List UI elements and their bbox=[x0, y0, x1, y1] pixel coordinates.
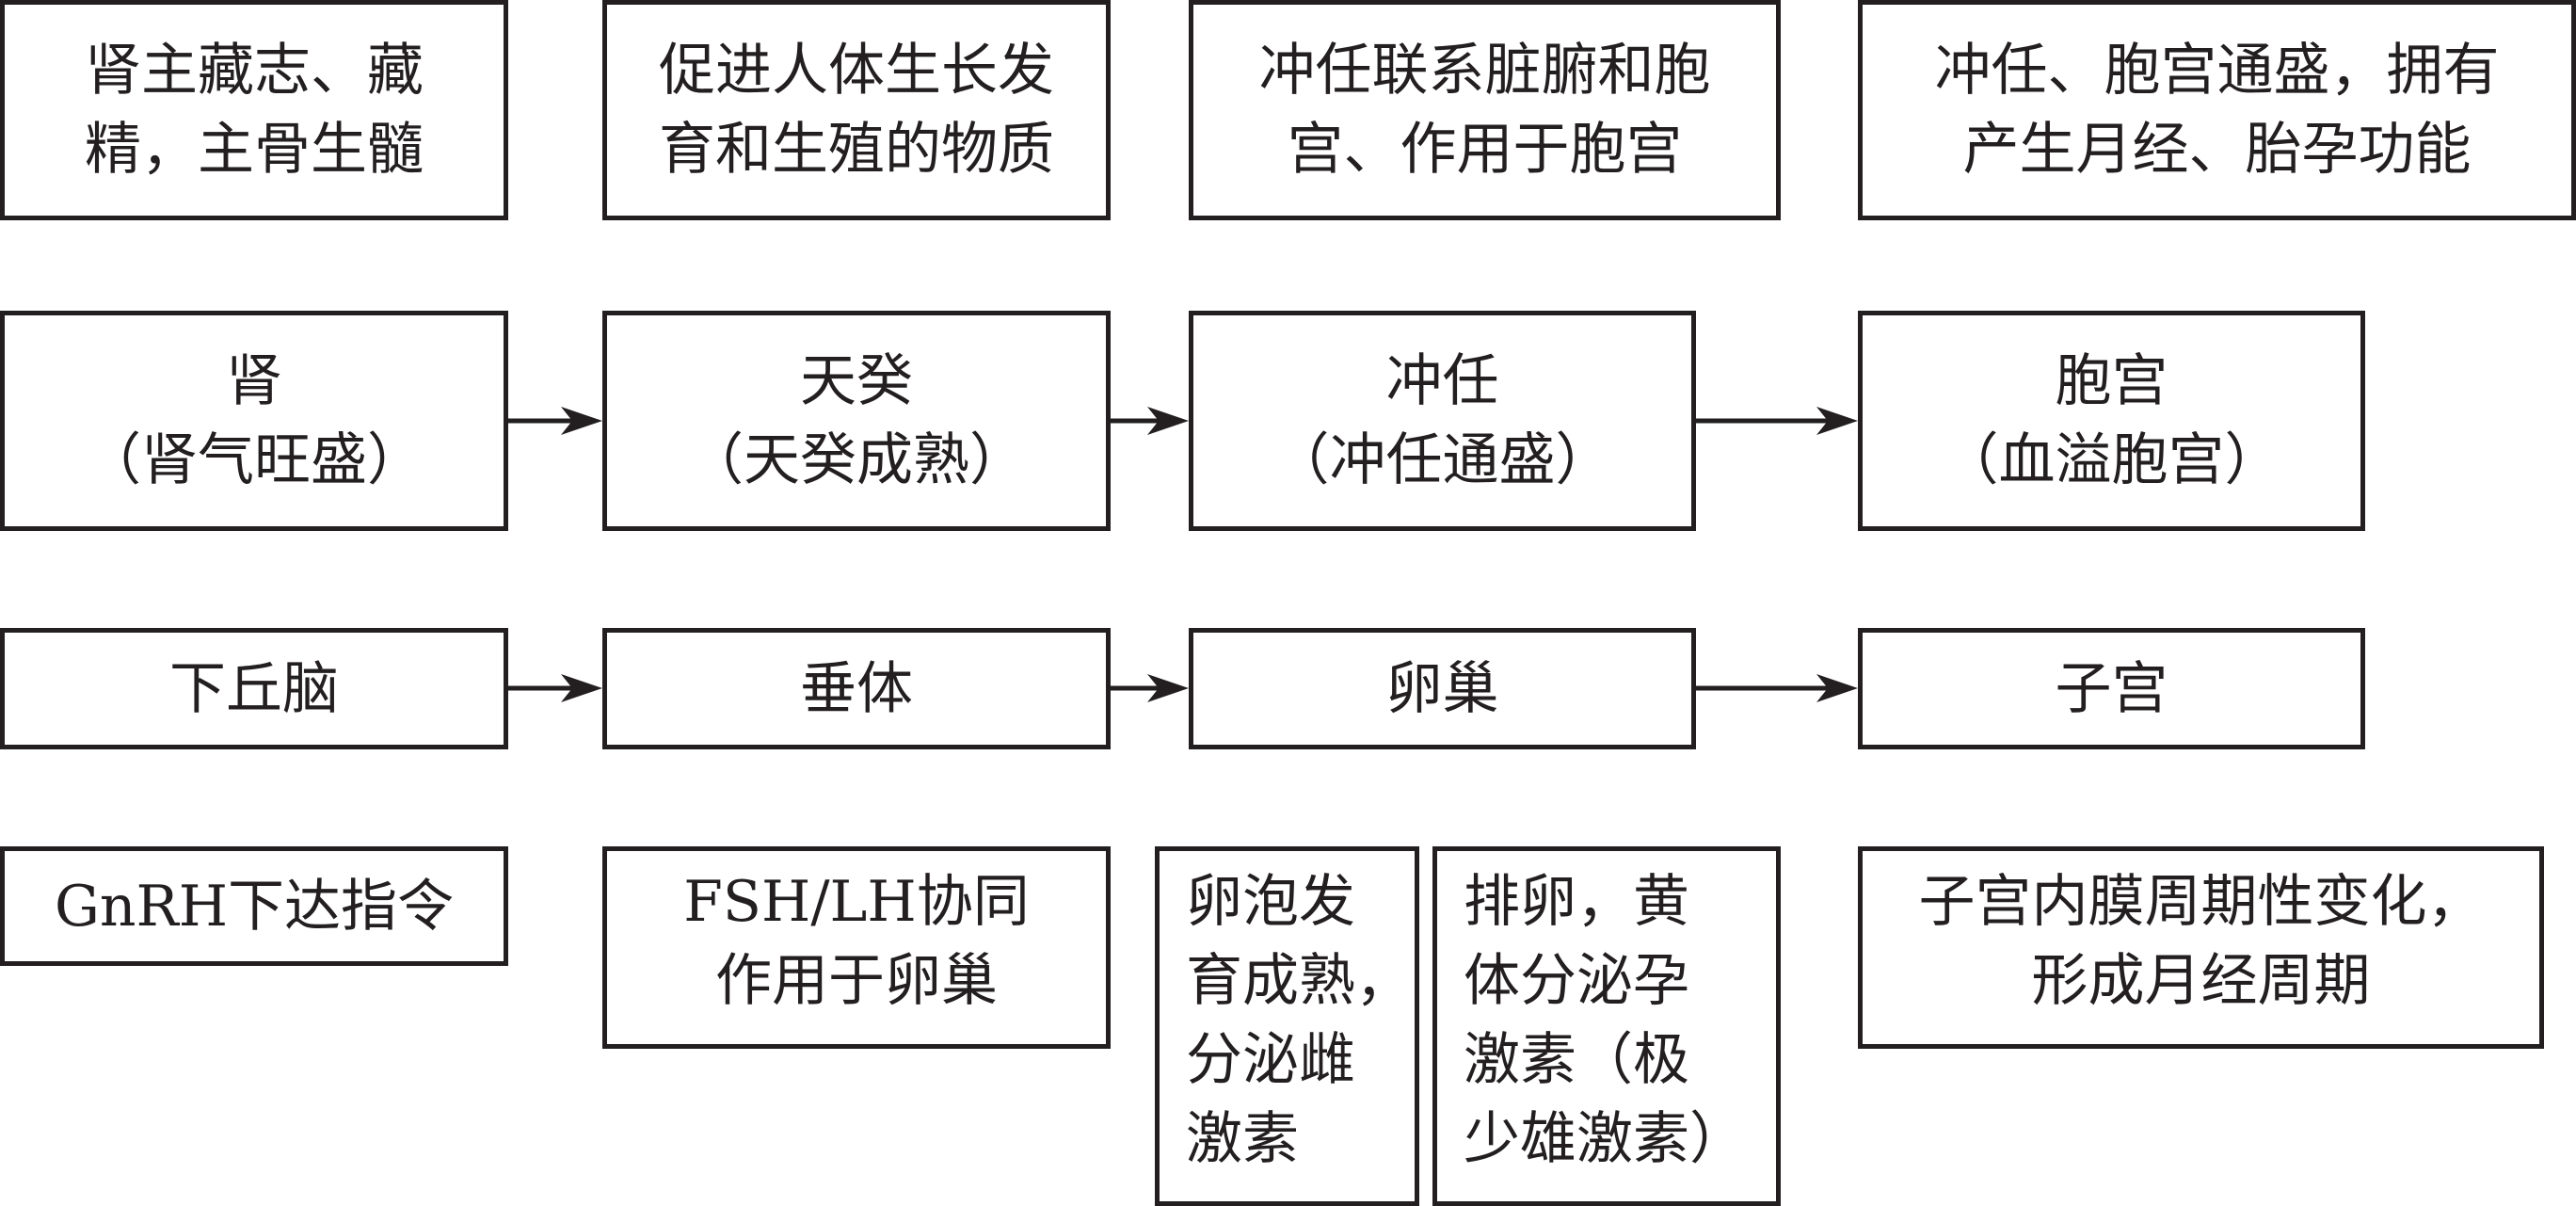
func-follicle-box: 卵泡发 育成熟， 分泌雌 激素 bbox=[1155, 846, 1419, 1206]
text-line: 排卵，黄 bbox=[1464, 869, 1689, 935]
func-ovulation-box: 排卵，黄 体分泌孕 激素（极 少雄激素） bbox=[1432, 846, 1781, 1206]
arrow bbox=[1696, 407, 1858, 435]
text-line: 肾主藏志、藏 bbox=[85, 38, 424, 104]
text-line: 形成月经周期 bbox=[2031, 948, 2371, 1014]
node-title: 冲任 bbox=[1385, 348, 1499, 414]
node-uterus: 子宫 bbox=[1858, 628, 2365, 749]
node-baogong: 胞宫 （血溢胞宫） bbox=[1858, 311, 2365, 531]
arrow bbox=[1111, 674, 1189, 702]
desc-kidney-box: 肾主藏志、藏 精，主骨生髓 bbox=[0, 0, 508, 220]
arrow bbox=[1696, 674, 1858, 702]
text-line: 激素（极 bbox=[1464, 1027, 1689, 1093]
desc-tiangui-box: 促进人体生长发 育和生殖的物质 bbox=[602, 0, 1111, 220]
func-gnrh-box: GnRH下达指令 bbox=[0, 846, 508, 966]
func-fsh-lh-box: FSH/LH协同 作用于卵巢 bbox=[602, 846, 1111, 1049]
node-title: 天癸 bbox=[800, 348, 913, 414]
node-hypothalamus: 下丘脑 bbox=[0, 628, 508, 749]
text-line: 分泌雌 bbox=[1186, 1027, 1355, 1093]
arrow-head-icon bbox=[1147, 674, 1189, 702]
node-title: 胞宫 bbox=[2055, 348, 2168, 414]
arrow-head-icon bbox=[1147, 407, 1189, 435]
node-subtitle: （肾气旺盛） bbox=[85, 427, 424, 493]
arrow-head-icon bbox=[561, 674, 602, 702]
node-title: 下丘脑 bbox=[169, 655, 339, 722]
desc-chongren-box: 冲任联系脏腑和胞 宫、作用于胞宫 bbox=[1189, 0, 1781, 220]
arrow bbox=[1111, 407, 1189, 435]
text-line: 体分泌孕 bbox=[1464, 948, 1689, 1014]
text-line: 卵泡发 bbox=[1186, 869, 1355, 935]
node-title: 肾 bbox=[226, 348, 282, 414]
arrow-head-icon bbox=[561, 407, 602, 435]
node-subtitle: （天癸成熟） bbox=[687, 427, 1026, 493]
node-subtitle: （血溢胞宫） bbox=[1942, 427, 2281, 493]
desc-baogong-box: 冲任、胞宫通盛，拥有 产生月经、胎孕功能 bbox=[1858, 0, 2576, 220]
text-line: 产生月经、胎孕功能 bbox=[1962, 117, 2472, 183]
node-subtitle: （冲任通盛） bbox=[1272, 427, 1612, 493]
text-line: 激素 bbox=[1186, 1106, 1299, 1172]
arrow-head-icon bbox=[1816, 674, 1858, 702]
text-line: 冲任、胞宫通盛，拥有 bbox=[1934, 38, 2500, 104]
text-line: 精，主骨生髓 bbox=[85, 117, 424, 183]
text-line: 促进人体生长发 bbox=[659, 38, 1054, 104]
node-chongren: 冲任 （冲任通盛） bbox=[1189, 311, 1696, 531]
text-line: 育成熟， bbox=[1186, 948, 1412, 1014]
arrow-head-icon bbox=[1816, 407, 1858, 435]
arrow bbox=[508, 674, 602, 702]
text-line: 少雄激素） bbox=[1464, 1106, 1746, 1172]
node-title: 垂体 bbox=[800, 655, 913, 722]
node-tiangui: 天癸 （天癸成熟） bbox=[602, 311, 1111, 531]
text-line: 育和生殖的物质 bbox=[659, 117, 1054, 183]
text-line: GnRH下达指令 bbox=[54, 873, 455, 940]
node-kidney: 肾 （肾气旺盛） bbox=[0, 311, 508, 531]
text-line: 宫、作用于胞宫 bbox=[1287, 117, 1683, 183]
node-title: 子宫 bbox=[2055, 655, 2168, 722]
text-line: FSH/LH协同 bbox=[683, 869, 1030, 935]
func-endometrium-box: 子宫内膜周期性变化， 形成月经周期 bbox=[1858, 846, 2544, 1049]
node-ovary: 卵巢 bbox=[1189, 628, 1696, 749]
node-title: 卵巢 bbox=[1385, 655, 1499, 722]
text-line: 冲任联系脏腑和胞 bbox=[1258, 38, 1711, 104]
text-line: 作用于卵巢 bbox=[715, 948, 998, 1014]
text-line: 子宫内膜周期性变化， bbox=[1918, 869, 2484, 935]
node-pituitary: 垂体 bbox=[602, 628, 1111, 749]
arrow bbox=[508, 407, 602, 435]
